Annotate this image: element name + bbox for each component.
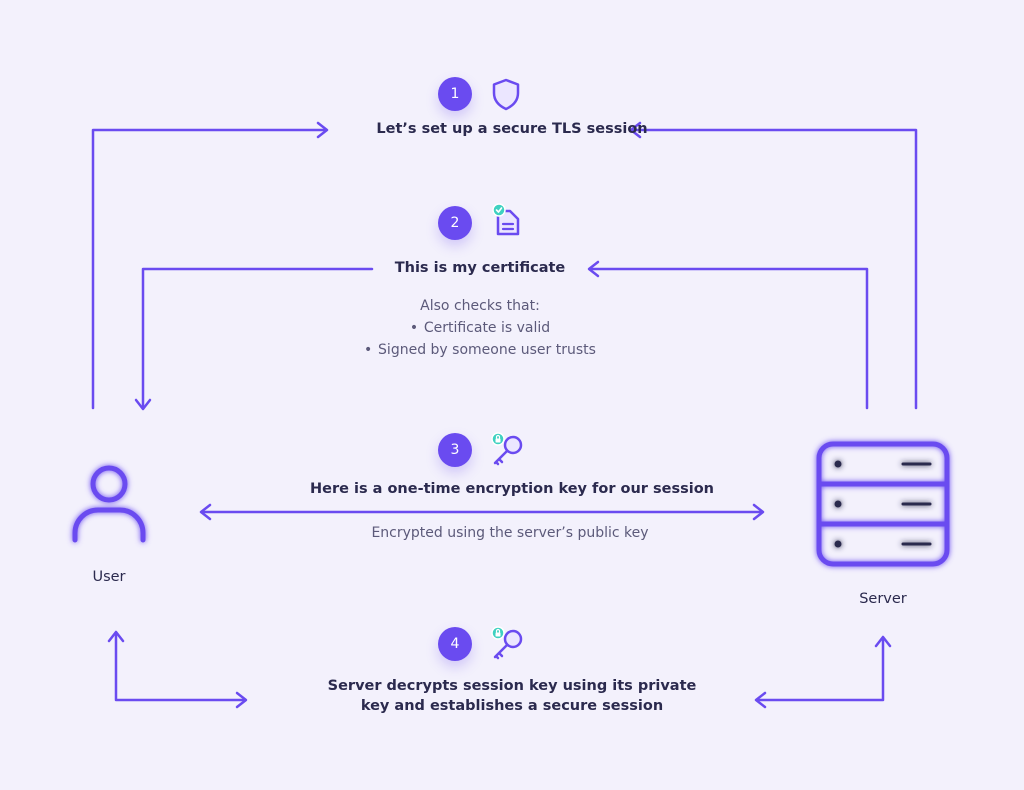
check-item: •Signed by someone user trusts — [364, 342, 596, 358]
arrow-step2-from-server — [588, 267, 869, 410]
step-4-title-line-2: key and establishes a secure session — [360, 698, 664, 714]
arrowhead-step4-user-right — [235, 691, 248, 709]
arrowhead-step1-right — [629, 121, 642, 139]
step-3-badge: 3 — [438, 433, 472, 467]
arrow-step4-server — [755, 636, 885, 702]
server-icon — [816, 441, 950, 567]
step-2-badge: 2 — [438, 206, 472, 240]
user-label: User — [92, 569, 126, 585]
arrowhead-step1-left — [316, 121, 329, 139]
arrowhead-step2-user — [134, 398, 152, 411]
shield-icon — [492, 78, 520, 111]
check-item: •Certificate is valid — [409, 320, 551, 336]
checks-heading: Also checks that: — [420, 298, 540, 314]
step-1-badge: 1 — [438, 77, 472, 111]
arrowhead-step4-server-up — [874, 635, 892, 648]
step-2-title: This is my certificate — [394, 260, 566, 276]
step-4-badge: 4 — [438, 627, 472, 661]
step-4-title-line-1: Server decrypts session key using its pr… — [327, 678, 697, 694]
arrow-step2-to-user — [141, 267, 374, 410]
arrow-step4-user — [114, 631, 247, 702]
server-label: Server — [859, 591, 907, 607]
step-3-subtitle: Encrypted using the server’s public key — [371, 525, 649, 541]
certificate-icon — [492, 203, 520, 236]
arrowhead-step4-user-up — [107, 630, 125, 643]
arrowhead-step3-left — [199, 503, 212, 521]
arrowhead-step4-server-left — [754, 691, 767, 709]
step-3-title: Here is a one-time encryption key for ou… — [309, 481, 714, 497]
user-icon — [72, 465, 146, 543]
arrowhead-step3-right — [752, 503, 765, 521]
arrow-step1-from-user — [91, 128, 328, 410]
key-icon — [491, 626, 523, 660]
arrow-step1-from-server — [630, 128, 918, 410]
step-2-checks: Also checks that: •Certificate is valid … — [330, 295, 630, 361]
arrowhead-step2-server — [587, 260, 600, 278]
step-1-title: Let’s set up a secure TLS session — [376, 121, 648, 137]
key-icon — [491, 432, 523, 466]
